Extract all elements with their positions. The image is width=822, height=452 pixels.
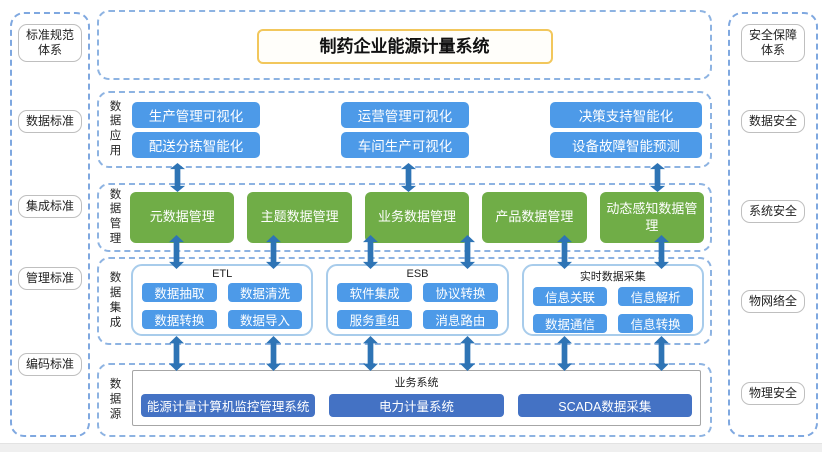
esb-grid: 软件集成 协议转换 服务重组 消息路由: [337, 283, 498, 329]
data-management-label: 数据管理: [109, 188, 122, 246]
esb-group-label: ESB: [406, 268, 429, 280]
business-system-row: 能源计量计算机监控管理系统 电力计量系统 SCADA数据采集: [141, 394, 692, 417]
data-integration-section: 数据集成 ETL 数据抽取 数据清洗 数据转换 数据导入 ESB 软件集成 协议…: [97, 257, 712, 345]
double-arrow-icon: [170, 163, 185, 192]
double-arrow-icon: [363, 235, 378, 269]
mgmt-box-dynamic-sensing: 动态感知数据管理: [599, 192, 705, 243]
mgmt-box-subject-data: 主题数据管理: [247, 192, 352, 243]
data-application-grid: 生产管理可视化 配送分拣智能化 运营管理可视化 车间生产可视化 决策支持智能化 …: [132, 102, 702, 158]
double-arrow-icon: [654, 336, 669, 371]
data-management-row: 元数据管理 主题数据管理 业务数据管理 产品数据管理 动态感知数据管理: [130, 192, 705, 243]
rail-item-management-standard: 管理标准: [18, 267, 82, 290]
etl-group: ETL 数据抽取 数据清洗 数据转换 数据导入: [131, 264, 314, 336]
business-system-group: 业务系统 能源计量计算机监控管理系统 电力计量系统 SCADA数据采集: [132, 370, 701, 426]
double-arrow-icon: [460, 336, 475, 371]
data-application-section: 数据应用 生产管理可视化 配送分拣智能化 运营管理可视化 车间生产可视化 决策支…: [97, 91, 712, 168]
app-box-fault-prediction: 设备故障智能预测: [550, 132, 702, 158]
business-system-label: 业务系统: [394, 377, 439, 389]
app-box-workshop-visualization: 车间生产可视化: [341, 132, 469, 158]
double-arrow-icon: [557, 336, 572, 371]
realtime-collection-group: 实时数据采集 信息关联 信息解析 数据通信 信息转换: [521, 264, 704, 336]
double-arrow-icon: [169, 235, 184, 269]
page-bottom-strip: [0, 443, 822, 452]
standards-rail: 标准规范体系 数据标准 集成标准 管理标准 编码标准: [10, 12, 90, 437]
app-column-1: 生产管理可视化 配送分拣智能化: [132, 102, 260, 158]
security-rail-header: 安全保障体系: [741, 24, 805, 62]
diagram-center: 制药企业能源计量系统 数据应用 生产管理可视化 配送分拣智能化 运营管理可视化 …: [97, 0, 712, 452]
security-rail: 安全保障体系 数据安全 系统安全 物网络全 物理安全: [728, 12, 818, 437]
double-arrow-icon: [169, 336, 184, 371]
mgmt-box-business-data: 业务数据管理: [364, 192, 470, 243]
double-arrow-icon: [266, 336, 281, 371]
rail-item-integration-standard: 集成标准: [18, 195, 82, 218]
app-box-decision-support: 决策支持智能化: [550, 102, 702, 128]
double-arrow-icon: [401, 163, 416, 192]
esb-box-software-integration: 软件集成: [337, 283, 412, 302]
app-box-production-visualization: 生产管理可视化: [132, 102, 260, 128]
mgmt-box-product-data: 产品数据管理: [482, 192, 587, 243]
esb-box-protocol-conversion: 协议转换: [422, 283, 498, 302]
app-column-2: 运营管理可视化 车间生产可视化: [341, 102, 469, 158]
rt-box-info-association: 信息关联: [532, 287, 608, 306]
etl-box-transform: 数据转换: [142, 310, 217, 329]
rt-box-info-conversion: 信息转换: [618, 314, 693, 333]
double-arrow-icon: [460, 235, 475, 269]
etl-grid: 数据抽取 数据清洗 数据转换 数据导入: [142, 283, 303, 329]
data-management-section: 数据管理 元数据管理 主题数据管理 业务数据管理 产品数据管理 动态感知数据管理: [97, 183, 712, 252]
rail-item-physical-security: 物理安全: [741, 382, 805, 405]
data-source-label: 数据源: [109, 378, 122, 421]
rail-item-data-security: 数据安全: [741, 110, 805, 133]
etl-group-label: ETL: [212, 268, 233, 280]
double-arrow-icon: [266, 235, 281, 269]
esb-box-message-routing: 消息路由: [422, 310, 498, 329]
data-integration-row: ETL 数据抽取 数据清洗 数据转换 数据导入 ESB 软件集成 协议转换 服务…: [131, 264, 704, 336]
double-arrow-icon: [363, 336, 378, 371]
double-arrow-icon: [650, 163, 665, 192]
rt-box-data-communication: 数据通信: [532, 314, 608, 333]
standards-rail-header: 标准规范体系: [18, 24, 82, 62]
rt-box-info-parsing: 信息解析: [618, 287, 693, 306]
page-title: 制药企业能源计量系统: [256, 29, 553, 64]
etl-box-extract: 数据抽取: [142, 283, 217, 302]
etl-box-clean: 数据清洗: [227, 283, 303, 302]
app-box-delivery-sorting: 配送分拣智能化: [132, 132, 260, 158]
title-section: 制药企业能源计量系统: [97, 10, 712, 80]
etl-box-load: 数据导入: [227, 310, 303, 329]
esb-box-service-recombination: 服务重组: [337, 310, 412, 329]
rail-item-system-security: 系统安全: [741, 200, 805, 223]
mgmt-box-metadata: 元数据管理: [130, 192, 235, 243]
rail-item-network-security: 物网络全: [741, 290, 805, 313]
esb-group: ESB 软件集成 协议转换 服务重组 消息路由: [326, 264, 509, 336]
data-integration-label: 数据集成: [109, 272, 122, 329]
source-box-power-metering-system: 电力计量系统: [329, 394, 504, 417]
rail-item-coding-standard: 编码标准: [18, 353, 82, 376]
data-source-section: 数据源 业务系统 能源计量计算机监控管理系统 电力计量系统 SCADA数据采集: [97, 363, 712, 437]
double-arrow-icon: [654, 235, 669, 269]
source-box-energy-monitoring-system: 能源计量计算机监控管理系统: [141, 394, 316, 417]
double-arrow-icon: [557, 235, 572, 269]
data-application-label: 数据应用: [109, 100, 122, 158]
rail-item-data-standard: 数据标准: [18, 110, 82, 133]
app-column-3: 决策支持智能化 设备故障智能预测: [550, 102, 702, 158]
realtime-group-label: 实时数据采集: [579, 271, 646, 283]
realtime-grid: 信息关联 信息解析 数据通信 信息转换: [532, 287, 693, 333]
source-box-scada-collection: SCADA数据采集: [517, 394, 692, 417]
app-box-operations-visualization: 运营管理可视化: [341, 102, 469, 128]
